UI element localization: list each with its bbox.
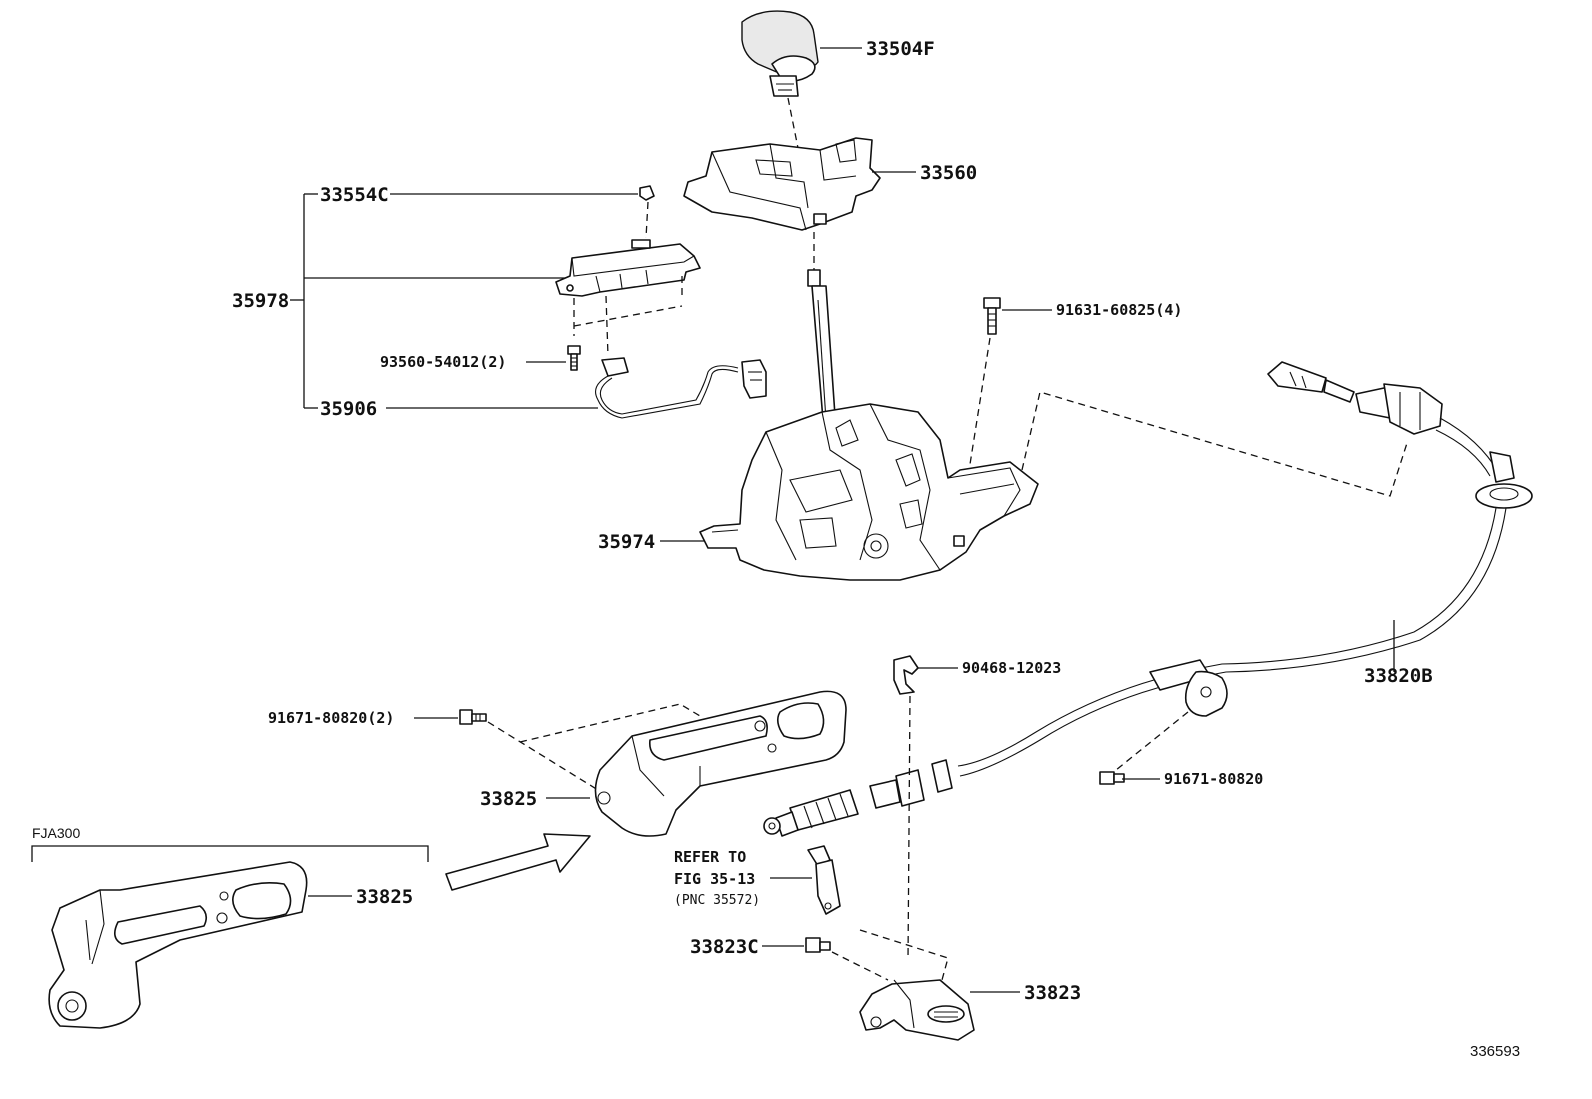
- bolt-91631: [983, 297, 1001, 335]
- figure-number: 336593: [1470, 1043, 1520, 1060]
- shift-lever-housing: [683, 137, 881, 231]
- label-33504F: 33504F: [866, 38, 935, 60]
- label-35906: 35906: [320, 398, 377, 420]
- shift-lock-module: [555, 239, 701, 297]
- cable-clip: [893, 655, 919, 695]
- label-35974: 35974: [598, 531, 655, 553]
- refer-line-3: (PNC 35572): [674, 893, 760, 908]
- label-91671-80820: 91671-80820: [1164, 770, 1263, 788]
- label-91631-60825: 91631-60825(4): [1056, 301, 1182, 319]
- shift-lever-assembly: [699, 403, 1039, 581]
- label-93560-54012: 93560-54012(2): [380, 353, 506, 371]
- label-33554C: 33554C: [320, 184, 389, 206]
- cable-bracket-variant: [48, 861, 308, 1029]
- label-90468-12023: 90468-12023: [962, 659, 1061, 677]
- bolt-91671-single: [1099, 771, 1125, 785]
- label-33823: 33823: [1024, 982, 1081, 1004]
- cable-bracket-upper: [594, 690, 847, 837]
- transmission-control-cable: [763, 361, 1533, 837]
- screw-93560: [567, 345, 581, 371]
- variant-note: FJA300: [32, 825, 80, 841]
- label-35978: 35978: [232, 290, 289, 312]
- label-33825-variant: 33825: [356, 886, 413, 908]
- refer-line-2: FIG 35-13: [674, 870, 755, 888]
- label-91671-80820-2: 91671-80820(2): [268, 709, 394, 727]
- label-33820B: 33820B: [1364, 665, 1433, 687]
- retaining-clip: [639, 185, 655, 201]
- label-33825-upper: 33825: [480, 788, 537, 810]
- bolt-91671-pair: [459, 709, 487, 725]
- cable-bracket-lower: [859, 979, 975, 1041]
- bolt-33823C: [805, 937, 831, 953]
- shift-knob: [741, 10, 819, 97]
- shift-lever-shaft: [807, 269, 837, 433]
- label-33560: 33560: [920, 162, 977, 184]
- cable-link-bracket: [807, 845, 841, 915]
- label-33823C: 33823C: [690, 936, 759, 958]
- wire-harness: [595, 357, 767, 419]
- refer-line-1: REFER TO: [674, 848, 746, 866]
- replacement-arrow: [445, 833, 591, 891]
